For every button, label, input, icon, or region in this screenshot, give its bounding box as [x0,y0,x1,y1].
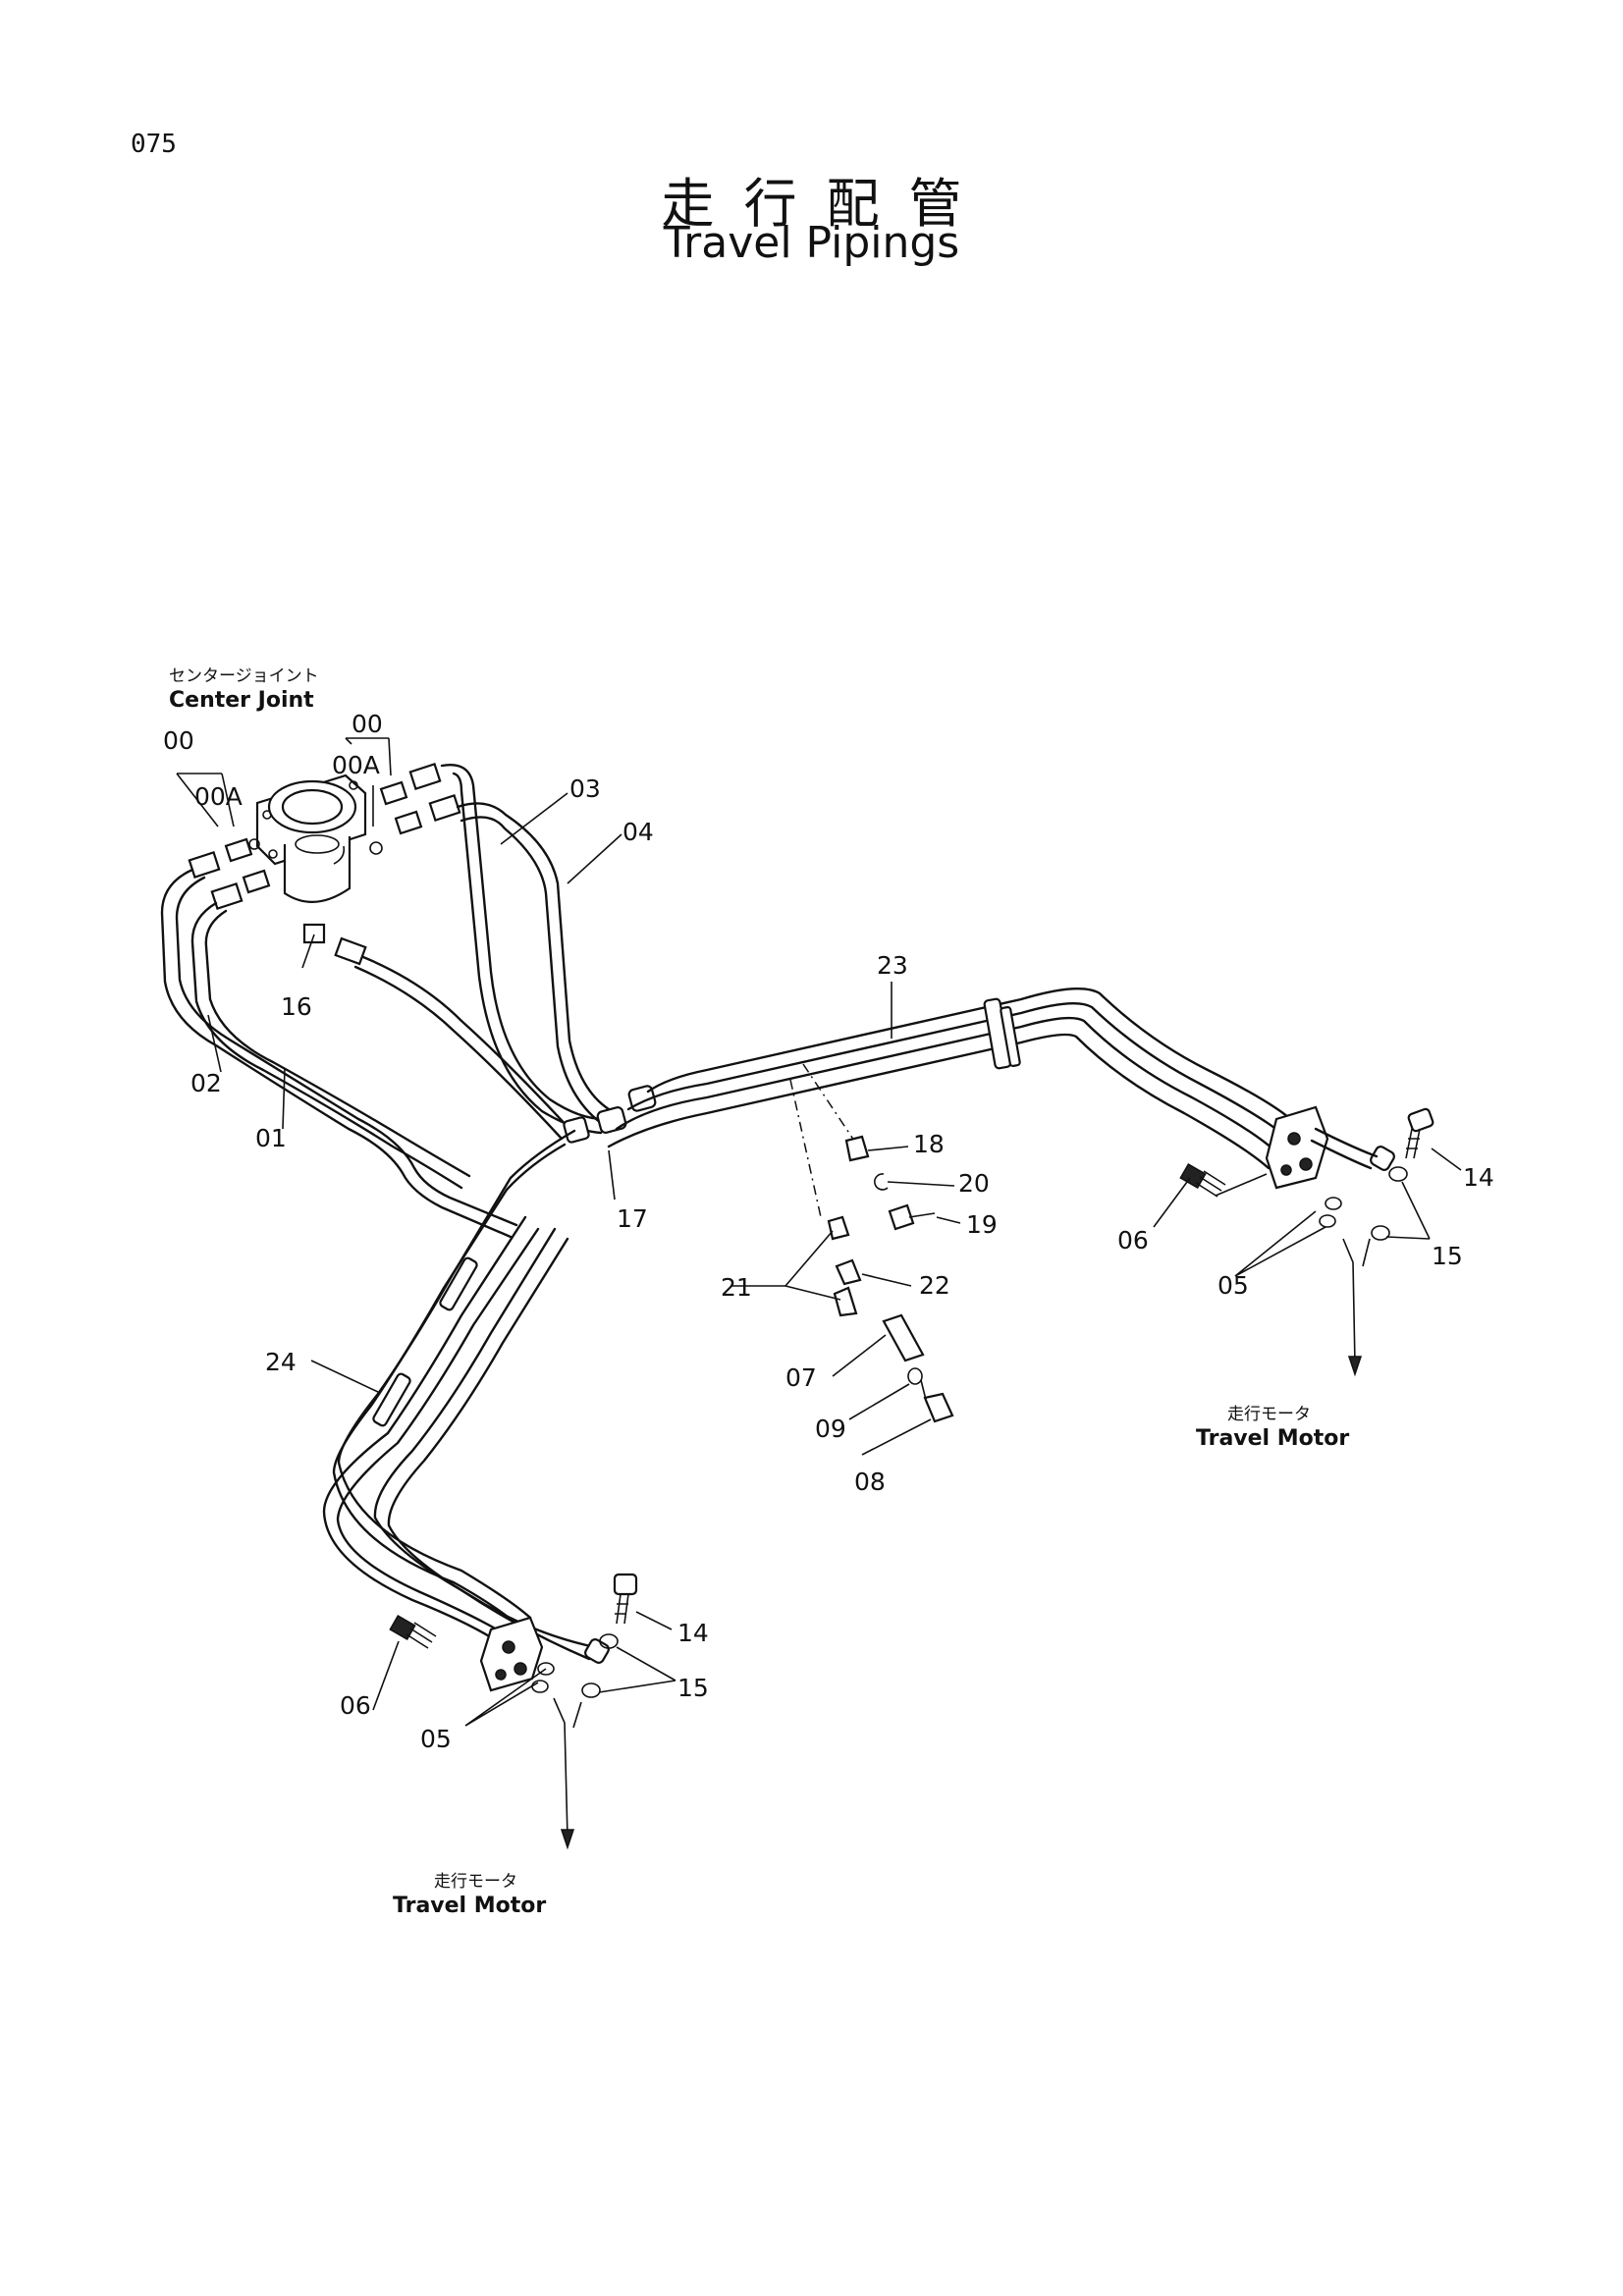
left-bolt-06 [389,1615,437,1649]
pipe-24 [322,1129,597,1661]
center-joint-caption-jp: センタージョイント [169,667,319,686]
label-23: 23 [877,951,908,980]
label-01: 01 [255,1124,287,1152]
right-motor-arrow-line [1342,1238,1356,1365]
right-bolt-14 [1405,1107,1434,1159]
label-20: 20 [958,1169,990,1198]
right-travel-motor-caption-jp: 走行モータ [1227,1405,1311,1424]
pipes-03-04 [440,764,611,1135]
leader-lines [176,737,1462,1727]
label-00a-right: 00A [332,751,380,779]
label-00a-left: 00A [194,782,243,811]
left-bolt-14 [613,1573,638,1625]
part-labels: 00 00A 00 00A 01 02 03 04 05 05 06 06 07… [163,710,1494,1753]
left-travel-motor-caption-en: Travel Motor [393,1894,546,1918]
right-bolt-06 [1179,1163,1226,1198]
right-travel-motor-caption-en: Travel Motor [1196,1426,1349,1451]
right-motor-flange [1265,1105,1395,1190]
label-05-left: 05 [420,1725,452,1753]
label-14-right: 14 [1463,1163,1494,1192]
label-15-left: 15 [677,1674,709,1702]
label-16: 16 [281,992,312,1021]
label-18: 18 [913,1130,945,1158]
label-22: 22 [919,1271,950,1300]
label-02: 02 [190,1069,222,1097]
left-motor-arrow-line [553,1697,568,1839]
label-00-right: 00 [352,710,383,738]
center-joint [255,774,367,903]
page-number: 075 [131,130,177,159]
left-travel-motor-caption-jp: 走行モータ [434,1872,517,1892]
label-03: 03 [569,774,601,803]
pipes-01-02 [160,868,518,1239]
label-05-right: 05 [1217,1271,1249,1300]
label-21: 21 [721,1273,752,1302]
left-orings-15 [531,1633,619,1698]
label-06-right: 06 [1117,1226,1149,1255]
label-07: 07 [785,1363,817,1392]
page-title-japanese: 走行配管 [661,173,992,235]
right-orings-15 [1319,1166,1408,1241]
pipe-23 [607,988,1298,1170]
clamp-hardware [789,1063,954,1423]
label-09: 09 [815,1415,846,1443]
label-19: 19 [966,1210,998,1239]
label-15-right: 15 [1432,1242,1463,1270]
fittings-right [369,763,461,855]
label-00-left: 00 [163,726,194,755]
label-08: 08 [854,1468,886,1496]
center-joint-caption-en: Center Joint [169,688,314,713]
page-title-english: Travel Pipings [663,218,960,268]
label-24: 24 [265,1348,297,1376]
label-06-left: 06 [340,1691,371,1720]
left-motor-flange [479,1616,610,1692]
label-04: 04 [622,818,654,846]
fittings-left [188,837,271,910]
label-17: 17 [617,1204,648,1233]
label-14-left: 14 [677,1619,709,1647]
elbow-fitting-16 [302,923,571,1141]
captions: センタージョイント Center Joint 走行モータ Travel Moto… [169,667,1349,1918]
